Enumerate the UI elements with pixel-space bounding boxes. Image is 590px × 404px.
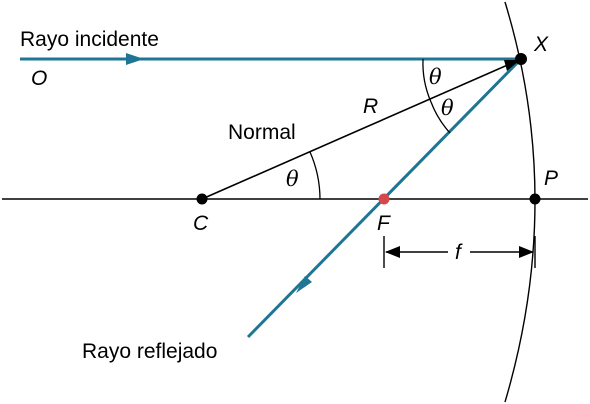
label-focal-length: f [455, 241, 463, 264]
normal-line [201, 59, 520, 200]
angle-arc-center [309, 151, 321, 200]
label-radius: R [363, 95, 378, 118]
label-normal: Normal [228, 121, 296, 144]
label-reflected-ray: Rayo reflejado [82, 340, 217, 363]
point-focus [378, 193, 390, 205]
label-angle-reflected: θ [441, 96, 454, 120]
label-angle-center: θ [286, 167, 299, 191]
focal-arrow-right [519, 246, 534, 258]
angle-arc-reflected [430, 101, 451, 134]
point-center [196, 193, 208, 205]
label-reflection-point: X [533, 33, 549, 56]
label-origin: O [31, 67, 47, 90]
label-center: C [193, 212, 209, 235]
angle-arc-incident [422, 58, 432, 103]
reflected-ray-arrow [296, 276, 312, 293]
label-incident-ray: Rayo incidente [20, 28, 159, 51]
point-reflection [515, 53, 527, 65]
normal-arrow [504, 60, 520, 71]
label-vertex: P [544, 167, 558, 190]
focal-arrow-left [385, 246, 400, 258]
incident-ray-arrow [126, 53, 144, 65]
label-angle-incident: θ [429, 65, 442, 89]
point-vertex [529, 193, 541, 205]
label-focus: F [377, 212, 391, 235]
